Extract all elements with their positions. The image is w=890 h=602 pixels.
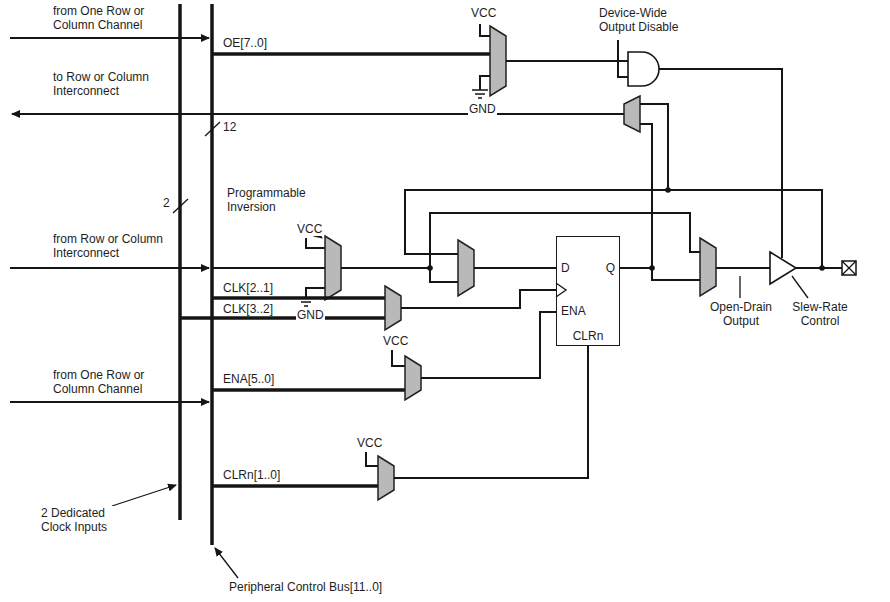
enable-mux [212, 388, 405, 392]
callout-label: Open-Drain Output [704, 300, 778, 328]
bus-line [178, 4, 182, 520]
callout-label: Peripheral Control Bus[11..0] [228, 580, 383, 594]
datapath-wire [796, 267, 842, 269]
pin-label: Q [606, 261, 615, 275]
input-wire [10, 401, 209, 403]
datapath-wire [819, 265, 825, 271]
bus-slash [173, 122, 220, 213]
oe-path [618, 40, 628, 77]
callout-label: 2 Dedicated Clock Inputs [40, 506, 134, 534]
ground-label: GND [296, 308, 325, 322]
supply-label: VCC [296, 222, 323, 236]
datapath-wire [665, 187, 671, 193]
supply-label: VCC [382, 334, 409, 348]
inversion-mux [306, 238, 325, 248]
datapath-wire [792, 276, 808, 298]
oe-path [490, 26, 506, 96]
datapath-wire [474, 267, 556, 269]
datapath-wire [842, 261, 856, 275]
channel-input-label: from One Row or Column Channel [52, 368, 169, 396]
clock-mux [180, 316, 385, 320]
datapath-wire [624, 96, 640, 132]
datapath-wire [842, 261, 856, 275]
oe-path [628, 52, 659, 86]
clear-mux [212, 346, 588, 500]
pin-label: ENA [561, 304, 586, 318]
oe-path [212, 52, 490, 56]
channel-input-label: from One Row or Column Channel [52, 4, 169, 32]
callout-label: Device-Wide Output Disable [598, 6, 704, 34]
bus-line [210, 4, 214, 545]
pin-label: D [561, 261, 570, 275]
signal-name: CLK[2..1] [222, 281, 274, 295]
clock-mux [385, 286, 401, 330]
leader-arrow [215, 548, 238, 578]
clear-mux [394, 346, 588, 478]
signal-name: CLK[3..2] [222, 302, 274, 316]
clear-mux [378, 456, 394, 500]
bus-width: 12 [222, 120, 237, 134]
oe-path [480, 76, 490, 90]
enable-mux [421, 312, 556, 378]
datapath-wire [341, 96, 856, 298]
oe-path [659, 69, 782, 258]
datapath-wire [700, 238, 716, 296]
signal-name: OE[7..0] [222, 36, 268, 50]
callout-label: Programmable Inversion [226, 186, 328, 214]
inversion-mux [212, 267, 325, 269]
datapath-wire [770, 252, 796, 284]
datapath-wire [649, 265, 655, 271]
channel-output-label: to Row or Column Interconnect [52, 70, 169, 98]
channel-input-label: from Row or Column Interconnect [52, 232, 169, 260]
bus-slash [205, 122, 220, 136]
datapath-wire [427, 265, 433, 271]
oe-path [506, 60, 628, 62]
datapath-wire [458, 240, 474, 296]
enable-mux [392, 350, 405, 366]
oe-path [212, 24, 782, 258]
supply-label: VCC [356, 436, 383, 450]
supply-label: VCC [470, 6, 497, 20]
inversion-mux [325, 236, 341, 300]
inversion-mux [212, 222, 341, 306]
datapath-wire [620, 268, 700, 280]
clear-mux [366, 452, 378, 466]
datapath-wire [430, 268, 458, 282]
output-wire [12, 113, 624, 115]
input-wire [10, 37, 209, 39]
enable-mux [212, 312, 556, 400]
bus-slash [173, 199, 188, 213]
datapath-wire [341, 213, 700, 268]
signal-name: CLRn[1..0] [222, 468, 281, 482]
oe-path [480, 24, 490, 36]
datapath-wire [739, 276, 740, 298]
clock-mux [212, 296, 385, 300]
oe-path [472, 90, 488, 98]
clock-mux [556, 283, 566, 297]
leader-arrow [112, 485, 176, 506]
pin-label: CLRn [573, 329, 604, 343]
input-wire [10, 267, 209, 269]
datapath-wire [640, 104, 668, 190]
ground-label: GND [468, 102, 497, 116]
clear-mux [212, 484, 378, 488]
bus-line [180, 4, 212, 545]
datapath-wire [716, 267, 770, 269]
datapath-wire [640, 124, 652, 268]
bus-width: 2 [162, 196, 171, 210]
clock-mux [401, 290, 556, 308]
input-wire [10, 38, 209, 402]
register-box: D Q ENA CLRn [556, 236, 620, 346]
signal-name: ENA[5..0] [222, 372, 275, 386]
enable-mux [405, 356, 421, 400]
callout-label: Slew-Rate Control [786, 300, 854, 328]
